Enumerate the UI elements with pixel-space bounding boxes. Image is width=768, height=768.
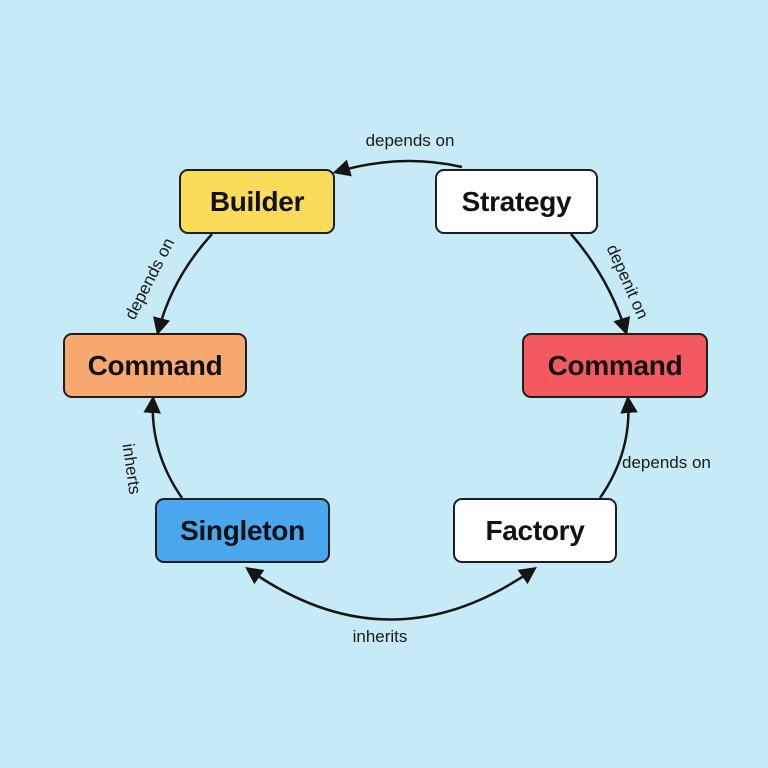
edge-strategy-to-builder	[332, 159, 463, 177]
node-factory[interactable]: Factory	[453, 498, 617, 563]
edge-builder-to-command-left	[153, 233, 213, 336]
edge-label-factory-singleton: inherits	[352, 627, 408, 646]
edge-label-strategy-to-builder: depends on	[365, 131, 455, 150]
node-strategy[interactable]: Strategy	[435, 169, 598, 234]
edge-factory-to-command-right	[598, 395, 638, 499]
node-singleton[interactable]: Singleton	[155, 498, 330, 563]
edge-factory-singleton	[245, 566, 537, 621]
node-builder[interactable]: Builder	[179, 169, 335, 234]
edge-label-factory-to-command-right: depends on	[622, 453, 711, 472]
edge-strategy-to-command-right	[570, 233, 631, 336]
node-command-right[interactable]: Command	[522, 333, 708, 398]
node-command-left[interactable]: Command	[63, 333, 247, 398]
edge-singleton-to-command-left	[143, 395, 184, 499]
